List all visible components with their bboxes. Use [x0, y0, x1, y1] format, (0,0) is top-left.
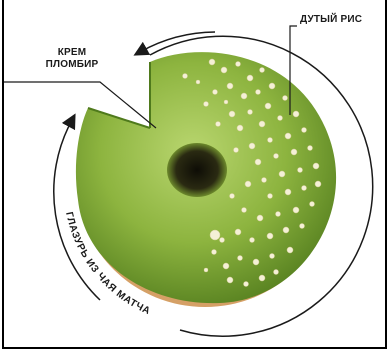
puffed-rice-label: ДУТЫЙ РИС [300, 14, 362, 26]
guide-arrow-top [140, 32, 215, 52]
cream-label-line1: КРЕМ [37, 47, 107, 59]
cream-label-line2: ПЛОМБИР [37, 59, 107, 71]
cream-label: КРЕМ ПЛОМБИР [37, 47, 107, 71]
donut-hole [167, 143, 227, 197]
